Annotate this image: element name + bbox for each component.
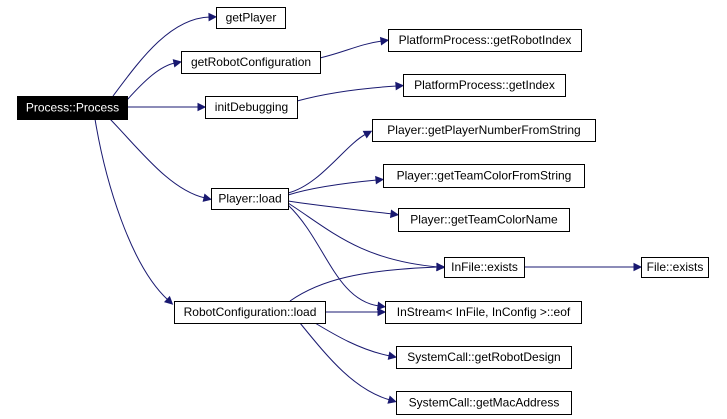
arrowhead-icon [379,36,390,46]
node-label: SystemCall::getMacAddress [409,396,560,410]
arrowhead-icon [208,12,218,22]
node-getTeamColorFromString[interactable]: Player::getTeamColorFromString [383,164,585,188]
edge-line [109,118,206,199]
node-box [396,391,572,415]
node-robotConfigLoad[interactable]: RobotConfiguration::load [174,301,326,324]
edge-playerLoad-to-getPlayerNumberFromString [287,130,373,194]
node-getRobotConfiguration[interactable]: getRobotConfiguration [181,51,321,74]
node-label: Process::Process [26,101,119,115]
node-label: Player::getTeamColorFromString [397,169,572,183]
node-box [174,301,326,324]
arrowhead-icon [395,81,405,91]
edge-line [299,322,391,401]
nodes-layer: Process::Process getPlayergetRobotConfigu… [17,7,709,415]
node-box [17,96,128,120]
edge-process-to-initDebugging [127,102,207,112]
node-label: getRobotConfiguration [191,55,311,69]
edge-line [289,266,439,302]
node-label: getPlayer [226,11,277,25]
arrowhead-icon [362,130,373,139]
node-getTeamColorName[interactable]: Player::getTeamColorName [398,208,570,232]
node-box [383,164,585,188]
node-box [181,51,321,74]
node-label: PlatformProcess::getIndex [414,78,555,92]
node-box [372,119,596,142]
edge-line [287,202,439,268]
node-getPlayer[interactable]: getPlayer [216,7,286,29]
arrowhead-icon [375,175,385,185]
node-getPlayerNumberFromString[interactable]: Player::getPlayerNumberFromString [372,119,596,142]
arrowhead-icon [172,59,182,68]
edge-line [314,322,391,357]
edge-line [126,62,176,101]
edge-line [319,40,383,59]
edge-playerLoad-to-getTeamColorFromString [287,175,385,196]
node-box [216,7,286,29]
edge-getRobotConfiguration-to-getRobotIndex [319,36,390,59]
edge-line [112,16,211,97]
node-label: SystemCall::getRobotDesign [407,350,560,364]
node-label: Player::getPlayerNumberFromString [387,123,580,137]
edge-robotConfigLoad-to-getMacAddress [299,322,397,404]
node-process[interactable]: Process::Process [17,96,128,120]
node-playerLoad[interactable]: Player::load [211,188,289,210]
edge-playerLoad-to-getTeamColorName [287,200,400,219]
node-inFileExists[interactable]: InFile::exists [444,257,525,278]
node-box [388,29,582,52]
node-label: RobotConfiguration::load [184,305,317,319]
node-label: initDebugging [215,100,288,114]
edge-line [296,85,398,102]
arrowhead-icon [387,351,397,360]
node-fileExists[interactable]: File::exists [641,257,709,278]
edge-process-to-playerLoad [109,118,212,202]
arrowhead-icon [387,395,397,404]
edge-line [287,133,367,194]
edge-process-to-robotConfigLoad [94,118,174,305]
node-box [385,301,582,324]
node-box [211,188,289,210]
edge-process-to-getPlayer [112,12,218,97]
edge-inFileExists-to-fileExists [524,262,643,272]
arrowhead-icon [633,262,643,272]
edge-line [287,179,378,196]
node-label: InStream< InFile, InConfig >::eof [397,305,571,319]
node-inStreamEof[interactable]: InStream< InFile, InConfig >::eof [385,301,582,324]
edge-line [287,200,393,215]
node-label: Player::load [218,192,281,206]
node-box [641,257,709,278]
node-box [396,346,572,369]
edge-robotConfigLoad-to-getRobotDesign [314,322,397,360]
edge-process-to-getRobotConfiguration [126,59,182,101]
node-getRobotIndex[interactable]: PlatformProcess::getRobotIndex [388,29,582,52]
node-label: PlatformProcess::getRobotIndex [399,33,572,47]
edge-playerLoad-to-inStreamEof [287,204,387,311]
arrowhead-icon [389,209,400,219]
arrowhead-icon [436,262,446,272]
node-box [205,96,298,119]
arrowhead-icon [202,193,212,202]
node-label: File::exists [647,260,704,274]
arrowhead-icon [197,102,207,112]
edge-robotConfigLoad-to-inFileExists [289,262,446,302]
node-label: InFile::exists [451,260,518,274]
node-getMacAddress[interactable]: SystemCall::getMacAddress [396,391,572,415]
arrowhead-icon [163,295,174,305]
edge-line [287,204,380,307]
node-box [403,74,566,97]
node-initDebugging[interactable]: initDebugging [205,96,298,119]
node-label: Player::getTeamColorName [410,213,558,227]
edge-robotConfigLoad-to-inStreamEof [325,307,387,317]
node-box [444,257,525,278]
node-getIndex[interactable]: PlatformProcess::getIndex [403,74,566,97]
edge-line [94,118,169,301]
edge-initDebugging-to-getIndex [296,81,405,102]
node-box [398,208,570,232]
node-getRobotDesign[interactable]: SystemCall::getRobotDesign [396,346,572,369]
edges-layer [94,12,643,404]
arrowhead-icon [376,301,387,311]
arrowhead-icon [377,307,387,317]
